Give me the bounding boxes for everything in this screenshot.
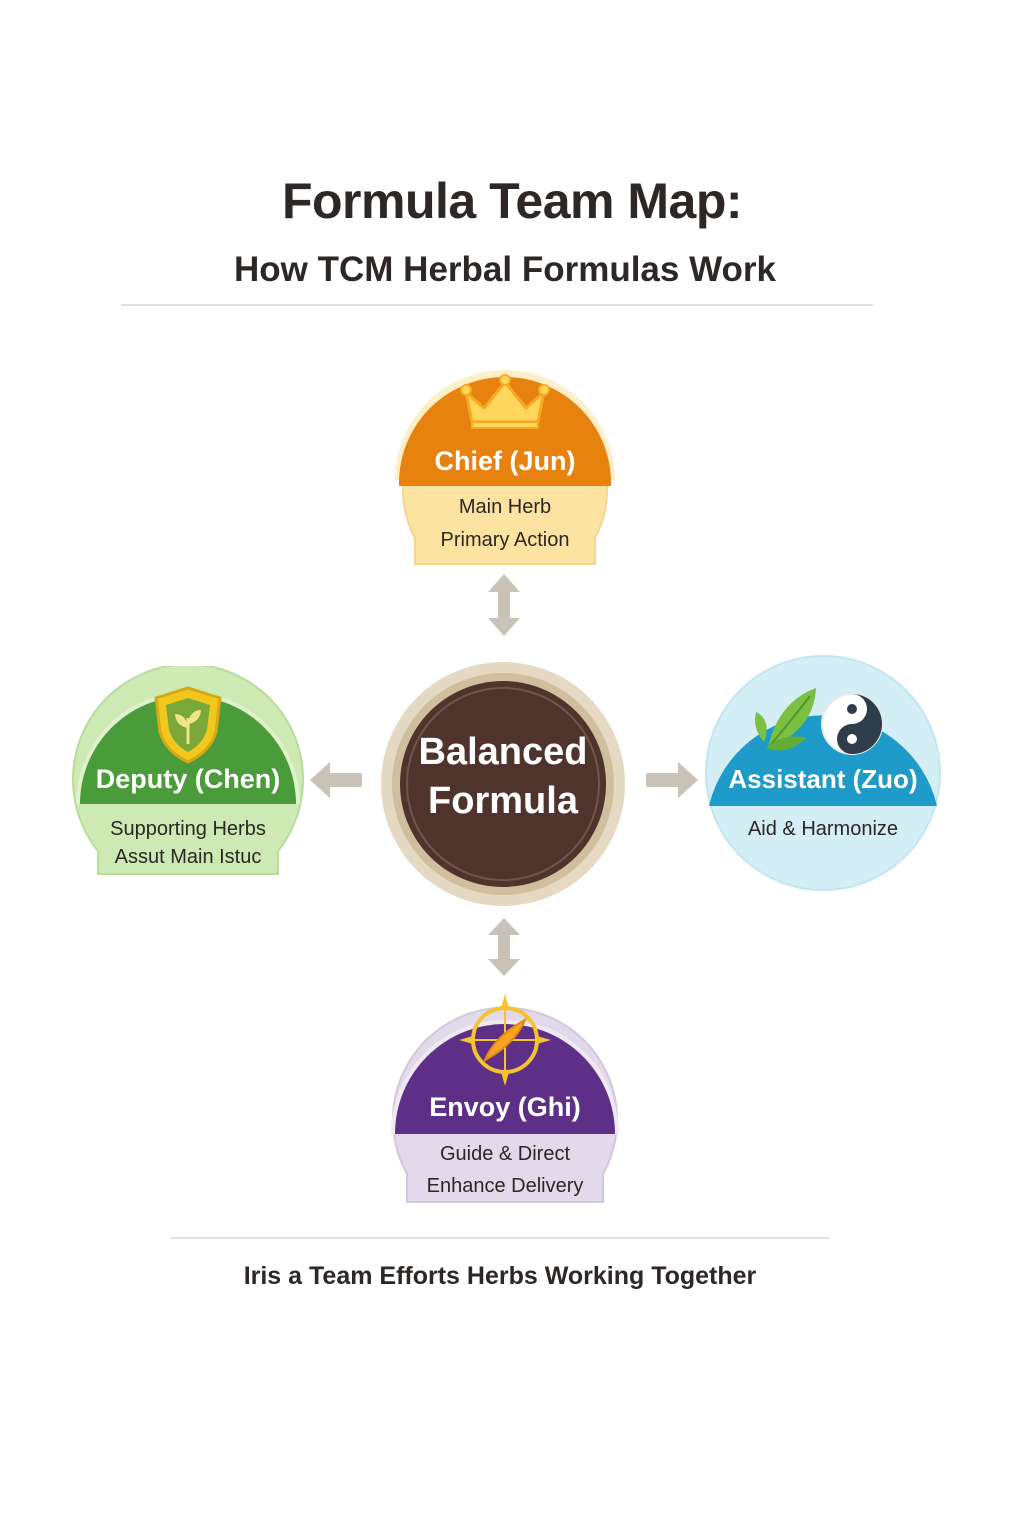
- shield-leaf-icon: [150, 684, 226, 771]
- compass-icon: [451, 988, 559, 1097]
- hub-shape: [381, 662, 625, 906]
- footer-tagline: Iris a Team Efforts Herbs Working Togeth…: [243, 1262, 757, 1290]
- page-subtitle: How TCM Herbal Formulas Work: [234, 250, 776, 289]
- yin-yang-icon: [820, 692, 884, 761]
- hub-envoy-arrow: [488, 918, 520, 976]
- assistant-title: Assistant (Zuo): [728, 764, 918, 794]
- hub-line-1: Balanced: [418, 731, 588, 773]
- chief-hub-arrow: [488, 574, 520, 636]
- envoy-title: Envoy (Ghi): [429, 1092, 581, 1122]
- balanced-formula-hub: Balanced Formula: [360, 660, 646, 908]
- envoy-line-1: Guide & Direct: [439, 1143, 571, 1165]
- deputy-line-2: Assut Main Istuc: [114, 846, 262, 868]
- chief-node: Chief (Jun) Main Herb Primary Action: [385, 358, 625, 568]
- page-title: Formula Team Map:: [281, 173, 743, 229]
- envoy-line-2: Enhance Delivery: [426, 1175, 584, 1197]
- hub-deputy-arrow: [310, 762, 362, 798]
- assistant-node: Assistant (Zuo) Aid & Harmonize: [704, 654, 942, 892]
- deputy-line-1: Supporting Herbs: [110, 818, 266, 840]
- crown-icon: [460, 372, 550, 435]
- assistant-line-1: Aid & Harmonize: [747, 818, 899, 840]
- chief-line-2: Primary Action: [440, 529, 570, 551]
- envoy-node: Envoy (Ghi) Guide & Direct Enhance Deliv…: [385, 978, 625, 1206]
- hub-line-2: Formula: [428, 780, 578, 822]
- chief-title: Chief (Jun): [434, 446, 576, 476]
- hub-assistant-arrow: [646, 762, 698, 798]
- deputy-node: Deputy (Chen) Supporting Herbs Assut Mai…: [72, 666, 304, 878]
- bottom-divider: [170, 1237, 830, 1239]
- leaves-icon: [748, 682, 820, 757]
- deputy-title: Deputy (Chen): [95, 764, 281, 794]
- chief-node-shape: [395, 370, 615, 565]
- chief-line-1: Main Herb: [458, 496, 552, 518]
- top-divider: [121, 304, 873, 306]
